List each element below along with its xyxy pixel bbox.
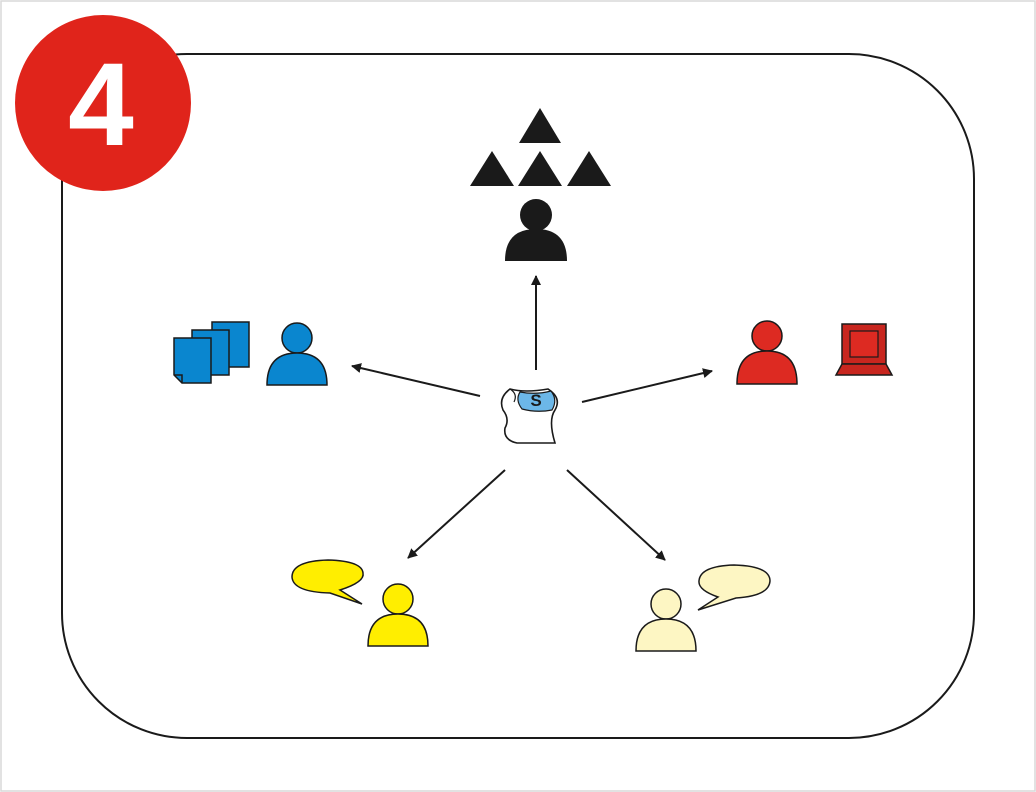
person-top-icon [505,199,567,261]
arrow-bottom-right [566,469,666,561]
step-badge: 4 [15,15,191,191]
person-bottom-right-icon [635,588,697,652]
person-left-icon [266,322,328,386]
arrow-bottom-left [407,469,506,559]
triangles-icon [470,108,611,186]
arrows [351,275,713,561]
speech-bubble-icon [291,559,364,605]
arrow-left [351,363,481,397]
computer-icon [834,323,894,376]
speech-bubble-icon [697,564,771,611]
rounded-frame [61,53,975,739]
document-letter: S [530,391,541,410]
badge-number: 4 [68,39,134,171]
person-right-icon [736,320,798,385]
document-icon: S [500,388,559,444]
person-bottom-left-icon [367,583,429,647]
arrow-right [581,368,713,403]
badge-circle [15,15,191,191]
documents-icon [173,321,250,384]
